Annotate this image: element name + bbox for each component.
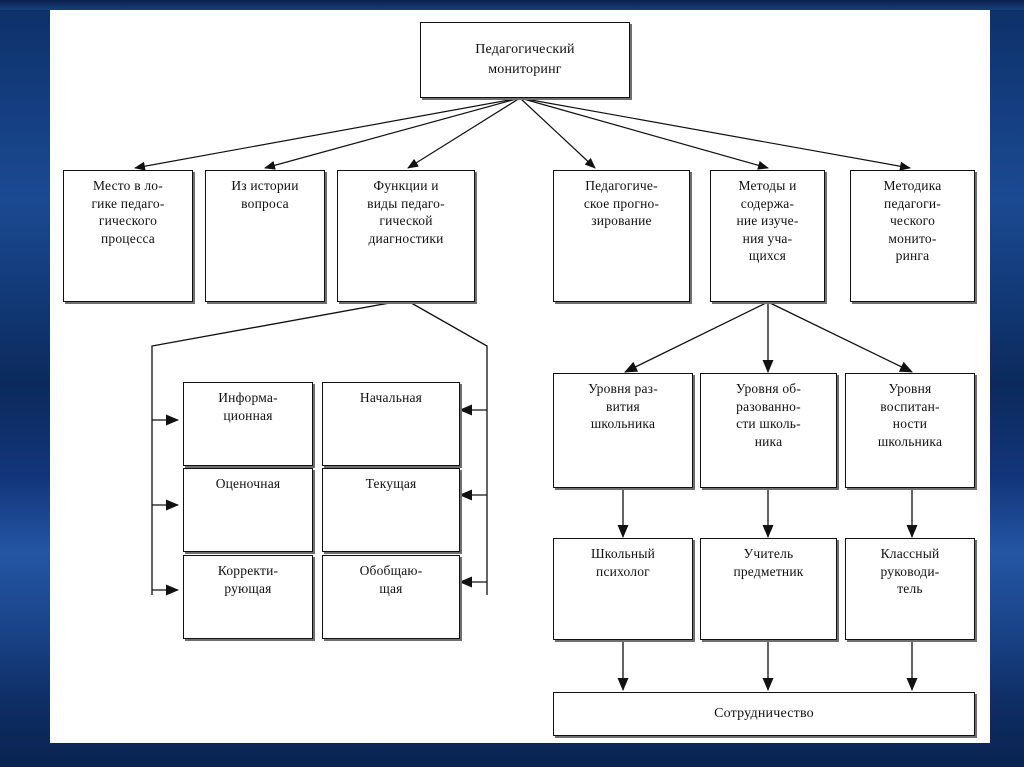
- node-root-label: Педагогический мониторинг: [475, 42, 575, 77]
- node-label: Методы и содержа- ние изуче- ния уча- щи…: [736, 178, 799, 263]
- node-label: Обобщаю- щая: [359, 563, 423, 596]
- node-label: Место в ло- гике педаго- гического проце…: [91, 178, 165, 246]
- node-label: Начальная: [359, 390, 423, 405]
- diagram-canvas: Педагогический мониторинг Место в ло- ги…: [50, 10, 990, 743]
- node-root[interactable]: Педагогический мониторинг: [420, 22, 630, 98]
- node-label: Уровня раз- вития школьника: [588, 381, 658, 431]
- node-pedagogical-forecasting[interactable]: Педагогиче- ское прогно- зирование: [553, 170, 690, 302]
- node-function-corrective[interactable]: Корректи- рующая: [183, 555, 313, 639]
- slide-content-panel: Педагогический мониторинг Место в ло- ги…: [50, 10, 990, 743]
- node-function-evaluative[interactable]: Оценочная: [183, 468, 313, 552]
- node-cooperation[interactable]: Сотрудничество: [553, 692, 975, 736]
- node-label: Уровня об- разованно- сти школь- ника: [735, 381, 802, 449]
- node-type-initial[interactable]: Начальная: [322, 382, 460, 466]
- node-label: Корректи- рующая: [217, 563, 279, 596]
- node-functions-and-types-of-diagnostics[interactable]: Функции и виды педаго- гической диагност…: [337, 170, 475, 302]
- node-label: Педагогиче- ское прогно- зирование: [583, 178, 660, 228]
- node-function-informational[interactable]: Информа- ционная: [183, 382, 313, 466]
- node-role-school-psychologist[interactable]: Школьный психолог: [553, 538, 693, 640]
- node-label: Классный руководи- тель: [880, 546, 940, 596]
- node-label: Из истории вопроса: [231, 178, 299, 211]
- node-type-current[interactable]: Текущая: [322, 468, 460, 552]
- node-role-subject-teacher[interactable]: Учитель предметник: [700, 538, 837, 640]
- node-monitoring-methodology[interactable]: Методика педагоги- ческого монито- ринга: [850, 170, 975, 302]
- node-level-upbringing[interactable]: Уровня воспитан- ности школьника: [845, 373, 975, 488]
- node-label: Информа- ционная: [218, 390, 278, 423]
- node-cooperation-label: Сотрудничество: [714, 706, 814, 722]
- node-label: Школьный психолог: [590, 546, 656, 579]
- node-role-class-supervisor[interactable]: Классный руководи- тель: [845, 538, 975, 640]
- node-history-of-question[interactable]: Из истории вопроса: [205, 170, 325, 302]
- node-place-in-pedagogical-process[interactable]: Место в ло- гике педаго- гического проце…: [63, 170, 193, 302]
- node-methods-and-content-of-study[interactable]: Методы и содержа- ние изуче- ния уча- щи…: [710, 170, 825, 302]
- node-label: Оценочная: [215, 476, 281, 491]
- node-type-summarizing[interactable]: Обобщаю- щая: [322, 555, 460, 639]
- node-label: Методика педагоги- ческого монито- ринга: [883, 178, 942, 263]
- node-level-education[interactable]: Уровня об- разованно- сти школь- ника: [700, 373, 837, 488]
- node-level-development[interactable]: Уровня раз- вития школьника: [553, 373, 693, 488]
- node-label: Уровня воспитан- ности школьника: [877, 381, 943, 449]
- node-label: Функции и виды педаго- гической диагност…: [367, 178, 445, 246]
- node-label: Учитель предметник: [733, 546, 804, 579]
- connector-layer: [134, 97, 918, 691]
- node-label: Текущая: [365, 476, 417, 491]
